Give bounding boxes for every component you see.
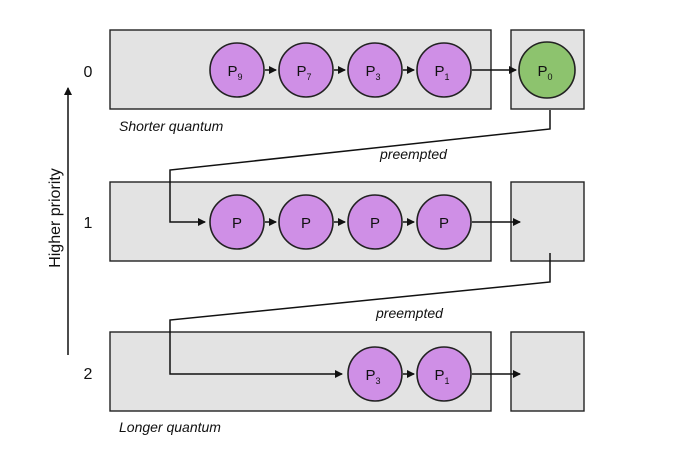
process-node: P9	[209, 42, 265, 98]
caption-level-2: Longer quantum	[119, 419, 221, 435]
process-node: P3	[347, 346, 403, 402]
process-node: P	[278, 194, 334, 250]
process-label: P	[301, 215, 311, 232]
running-process-label: P0	[537, 63, 552, 82]
process-node: P3	[347, 42, 403, 98]
preemption-line-0-to-1	[169, 110, 551, 226]
process-label: P9	[227, 63, 242, 82]
preempted-label-2: preempted	[375, 305, 444, 321]
caption-level-0: Shorter quantum	[119, 118, 224, 134]
process-label: P3	[365, 367, 380, 386]
process-node: P1	[416, 42, 472, 98]
priority-axis-label: Higher priority	[47, 168, 64, 268]
process-label: P	[370, 215, 380, 232]
cpu-box-1	[510, 181, 585, 262]
running-process-node: P0	[518, 41, 576, 99]
process-label: P	[439, 215, 449, 232]
process-label: P1	[434, 367, 449, 386]
queue-row-1: P P P P	[209, 194, 521, 250]
process-node: P	[347, 194, 403, 250]
process-label: P3	[365, 63, 380, 82]
level-label-0: 0	[84, 64, 93, 81]
process-label: P7	[296, 63, 311, 82]
level-label-1: 1	[84, 215, 93, 232]
process-label: P1	[434, 63, 449, 82]
process-node: P	[209, 194, 265, 250]
process-node: P7	[278, 42, 334, 98]
queue-row-0: P9 P7 P3 P1 P0	[209, 41, 576, 99]
process-label: P	[232, 215, 242, 232]
cpu-box-2	[510, 331, 585, 412]
preempted-label-1: preempted	[379, 146, 448, 162]
level-label-2: 2	[84, 366, 93, 383]
preemption-line-1-to-2	[169, 253, 551, 378]
queue-row-2: P3 P1	[347, 346, 521, 402]
process-node: P	[416, 194, 472, 250]
process-node: P1	[416, 346, 472, 402]
